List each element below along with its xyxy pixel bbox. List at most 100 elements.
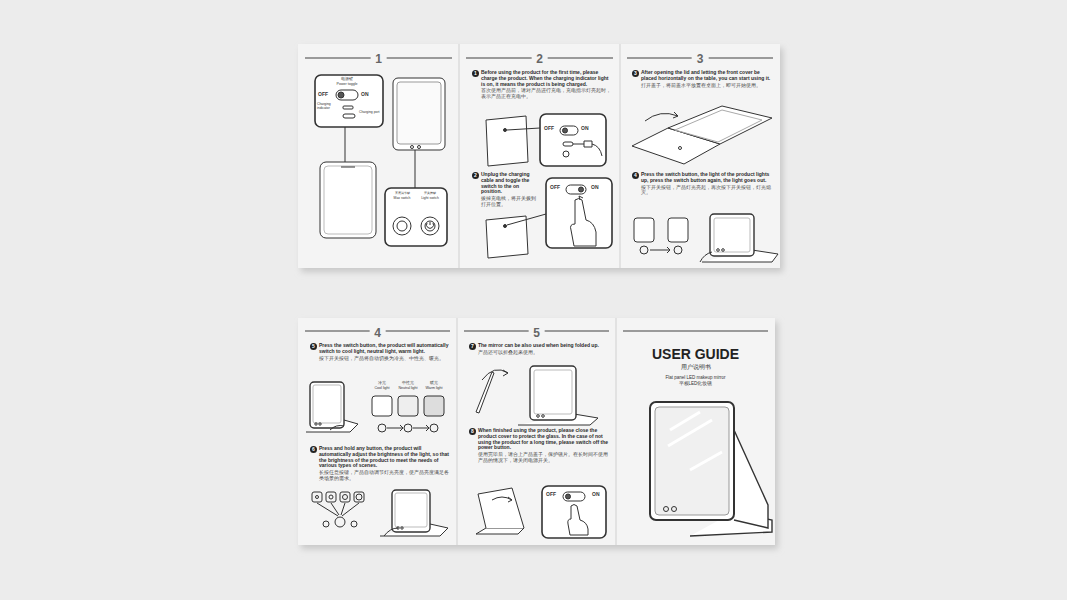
panel4-drawing: [387, 425, 429, 431]
guide-title: USER GUIDE: [616, 346, 775, 362]
panel3-drawing: [640, 246, 648, 254]
step-text: The mirror can be also used when being f…: [478, 343, 609, 349]
panel4-drawing: [340, 492, 350, 502]
panel2-drawing: [486, 116, 528, 166]
light-mode-label: Cool light: [368, 386, 396, 390]
panel2-drawing: [507, 214, 546, 225]
panel1-drawing: [397, 82, 441, 144]
step-number: 3: [632, 70, 639, 77]
panel4-drawing: [356, 494, 362, 500]
panel5-drawing: [476, 372, 494, 413]
paper-sheet: [298, 318, 775, 545]
step-number: 8: [469, 428, 476, 435]
panel4-drawing: [354, 492, 364, 502]
switch-label: OFF: [546, 492, 560, 498]
step-text: When finished using the product, please …: [478, 428, 609, 451]
switch-label: ON: [591, 185, 603, 191]
panel1-drawing: [427, 222, 434, 228]
panel3-drawing: [679, 147, 682, 150]
panel1-drawing: [343, 114, 355, 118]
panel1-drawing: [421, 217, 439, 235]
panel-number: 1: [370, 52, 387, 66]
panel3-drawing: [714, 218, 750, 252]
light-mode-label: Neutral light: [394, 386, 422, 390]
panel3-drawing: [722, 249, 725, 252]
panel2-drawing: [571, 199, 597, 247]
step-block: 7The mirror can be also used when being …: [469, 343, 609, 356]
step-block: 1Before using the product for the first …: [472, 70, 612, 100]
header-bar: [305, 58, 773, 331]
panel1-drawing: [418, 146, 421, 149]
panel4-drawing: [313, 385, 341, 423]
panel3-drawing: [634, 218, 654, 242]
fold-line: [457, 44, 620, 545]
panel4-drawing: [343, 495, 348, 500]
step-text: After opening the lid and letting the fr…: [641, 70, 772, 82]
panel4-drawing: [330, 426, 344, 431]
panel4-drawing: [316, 496, 319, 499]
cover-mirror-drawing: [664, 507, 669, 512]
step-text-chinese: 拔掉充电线，将开关拨到打开位置。: [481, 196, 538, 208]
panel3-drawing: [674, 246, 682, 254]
panel4-drawing: [317, 503, 359, 516]
panel3-drawing: [645, 113, 678, 121]
cover-mirror-drawing: [668, 412, 722, 470]
step-text-chinese: 打开盖子，将前盖水平放置在桌面上，即可开始使用。: [641, 83, 772, 89]
panel1-drawing: [397, 221, 407, 231]
panel1-drawing: [338, 92, 344, 98]
panel2-drawing: [546, 178, 612, 248]
panel1-drawing: [415, 150, 416, 188]
panel4-drawing: [323, 521, 329, 527]
switch-label: ON: [361, 92, 375, 98]
panel1-drawing: [315, 75, 447, 246]
panel1-drawing: [320, 162, 376, 238]
panel1-drawing: [425, 221, 435, 231]
part-label: Light switch: [414, 197, 446, 201]
panel2-drawing: [504, 129, 507, 132]
panel4-drawing: [329, 495, 333, 499]
part-label: 开关按键: [414, 192, 446, 196]
switch-label: OFF: [544, 126, 558, 132]
panel3-drawing: [668, 106, 772, 144]
panel4-drawing: [312, 492, 322, 502]
panel2-drawing: [563, 142, 573, 146]
step-block: 4Press the switch button, the light of t…: [632, 172, 772, 196]
light-mode-label: Warm light: [420, 386, 448, 390]
panel4-drawing: [310, 382, 344, 428]
panel3-drawing: [710, 214, 754, 256]
panel4-drawing: [372, 396, 392, 416]
step-block: 5Press the switch button, the product wi…: [310, 343, 450, 361]
panel4-drawing: [398, 396, 418, 416]
fold-line: [619, 44, 621, 268]
part-label: Max switch: [386, 197, 418, 201]
panel1-drawing: [341, 167, 355, 168]
header-bar: [623, 330, 768, 332]
panel1-drawing: [343, 106, 353, 109]
panel2-drawing: [504, 225, 507, 228]
cover-mirror-drawing: [650, 402, 734, 520]
panel1-drawing: [393, 78, 445, 150]
panel5-drawing: [482, 370, 508, 380]
step-text-chinese: 首次使用产品前，请对产品进行充电，充电指示灯亮起时，表示产品正在充电中。: [481, 88, 612, 100]
step-text-chinese: 按下开关按钮，产品将自动切换为冷光、中性光、暖光。: [319, 356, 450, 362]
panel4-drawing: [395, 493, 427, 527]
panel5-drawing: [508, 497, 512, 502]
panel4-drawing: [392, 490, 430, 532]
panel-number: 2: [531, 52, 548, 66]
panel1-drawing: [345, 127, 346, 162]
switch-label: OFF: [550, 185, 564, 191]
fold-line: [615, 318, 617, 545]
step-number: 5: [310, 343, 317, 350]
step-text: Press and hold any button, the product w…: [319, 446, 450, 469]
panel-number: 4: [369, 326, 386, 340]
light-mode-label: 冷光: [368, 381, 396, 385]
step-text-chinese: 按下开关按钮，产品灯光亮起，再次按下开关按钮，灯光熄灭。: [641, 185, 772, 197]
panel3-drawing: [668, 218, 688, 242]
panel1-drawing: [324, 166, 372, 234]
step-text-chinese: 长按任意按键，产品自动调节灯光亮度，使产品亮度满足各类场景的需求。: [319, 470, 450, 482]
cover-mirror-drawing: [734, 430, 768, 528]
panel2-drawing: [573, 141, 602, 156]
panel5-drawing: [534, 370, 572, 414]
step-text: Unplug the charging cable and toggle the…: [481, 172, 538, 195]
